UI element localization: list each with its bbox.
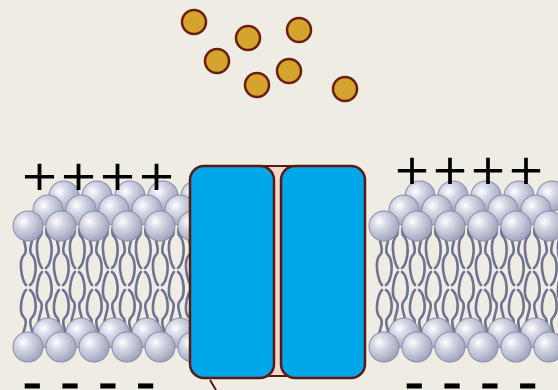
lipid-head bbox=[501, 211, 531, 241]
ion bbox=[277, 59, 301, 83]
ion bbox=[182, 10, 206, 34]
ion bbox=[333, 77, 357, 101]
charge-label-bottom-right: - - - - bbox=[404, 364, 538, 390]
ion bbox=[205, 49, 229, 73]
channel-subunit-left bbox=[190, 166, 274, 378]
lipid-head bbox=[534, 211, 558, 241]
charge-label-bottom-left: - - - - bbox=[22, 364, 156, 390]
lipid-head bbox=[79, 211, 109, 241]
lipid-head bbox=[435, 332, 465, 362]
ion bbox=[287, 18, 311, 42]
lipid-head bbox=[112, 211, 142, 241]
lipid-head bbox=[145, 211, 175, 241]
lipid-head bbox=[46, 211, 76, 241]
charge-label-top-right: ++++ bbox=[393, 145, 545, 194]
ion-group bbox=[182, 10, 357, 101]
lipid-head bbox=[435, 211, 465, 241]
lipid-head bbox=[402, 211, 432, 241]
lipid-head bbox=[501, 332, 531, 362]
lipid-head bbox=[46, 332, 76, 362]
ion-channel bbox=[190, 166, 365, 390]
lipid-head bbox=[145, 332, 175, 362]
lipid-head bbox=[79, 332, 109, 362]
lipid-head bbox=[369, 332, 399, 362]
lipid-head bbox=[402, 332, 432, 362]
lipid-head bbox=[534, 332, 558, 362]
lipid-head bbox=[13, 332, 43, 362]
lipid-head bbox=[468, 332, 498, 362]
lipid-head bbox=[112, 332, 142, 362]
ion bbox=[236, 26, 260, 50]
lipid-head bbox=[369, 211, 399, 241]
lipid-head bbox=[13, 211, 43, 241]
charge-label-top-left: ++++ bbox=[20, 151, 176, 200]
lipid-head bbox=[468, 211, 498, 241]
channel-pointer-line bbox=[210, 380, 216, 390]
ion bbox=[245, 73, 269, 97]
channel-subunit-right bbox=[281, 166, 365, 378]
